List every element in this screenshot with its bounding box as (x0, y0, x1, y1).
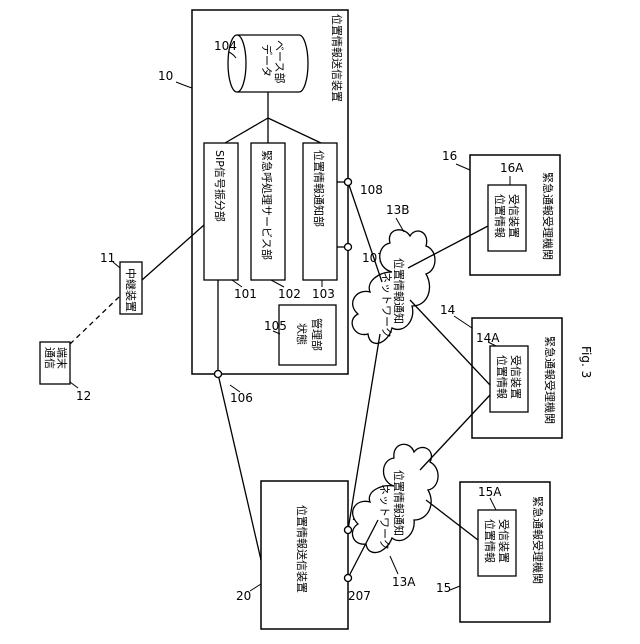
receiver-14A-line2: 受信装置 (509, 355, 522, 399)
ref-16A: 16A (500, 161, 524, 175)
receiver-16A-line1: 位置情報 (493, 194, 507, 238)
server-20-label: 位置情報送信装置 (295, 505, 309, 593)
ref-104: 104 (214, 39, 237, 53)
database-cylinder: データ ベース部 (228, 35, 308, 92)
terminal-line1: 通信 (43, 347, 56, 369)
ref-103: 103 (312, 287, 335, 301)
sip-label: SIP信号振分部 (213, 150, 227, 222)
agency-16: 位置情報 受信装置 緊急通報受理機関 16 16A (442, 149, 560, 275)
server-10: 位置情報送信装置 10 データ ベース部 104 SIP信号振分部 緊急呼処理サ… (158, 10, 348, 374)
ref-207: 207 (348, 589, 371, 603)
relay-11: 中継装置 11 (100, 251, 142, 314)
agency-15-label: 緊急通報受理機関 (531, 496, 545, 584)
ref-15: 15 (436, 581, 451, 595)
receiver-15A-line2: 受信装置 (497, 519, 510, 563)
network-13B: 位置情報通知 ネットワーク 13B (352, 203, 435, 343)
ref-10: 10 (158, 69, 173, 83)
network-13A: 位置情報通知 ネットワーク 13A (352, 444, 438, 589)
ref-106: 106 (230, 391, 253, 405)
agency-14: 位置情報 受信装置 緊急通報受理機関 14 14A (440, 303, 562, 438)
ref-15A: 15A (478, 485, 502, 499)
receiver-15A-line1: 位置情報 (483, 519, 497, 563)
wireless-link (70, 296, 120, 344)
receiver-16A-line2: 受信装置 (507, 194, 520, 238)
terminal-12: 通信 端末 12 (40, 342, 91, 403)
terminal-line2: 端末 (55, 347, 69, 369)
receiver-14A-line1: 位置情報 (495, 355, 509, 399)
figure-caption: Fig. 3 (579, 346, 593, 378)
ref-105: 105 (264, 319, 287, 333)
ref-20: 20 (236, 589, 251, 603)
agency-15: 位置情報 受信装置 緊急通報受理機関 15 15A (436, 482, 550, 622)
ref-14: 14 (440, 303, 455, 317)
link-108-13B (348, 182, 382, 282)
ref-13A: 13A (392, 575, 416, 589)
ref-16: 16 (442, 149, 457, 163)
ref-108: 108 (360, 183, 383, 197)
relay-label: 中継装置 (124, 268, 138, 312)
emergency-label: 緊急呼処理サービス部 (260, 150, 274, 260)
ref-102: 102 (278, 287, 301, 301)
notify-label: 位置情報通知部 (312, 150, 326, 227)
agency-16-label: 緊急通報受理機関 (541, 172, 555, 260)
ref-12: 12 (76, 389, 91, 403)
ref-13B: 13B (386, 203, 410, 217)
server-10-title: 位置情報送信装置 (330, 14, 344, 102)
net-13A-line2: ネットワーク (378, 484, 391, 550)
net-13B-line1: 位置情報通知 (392, 258, 406, 324)
port-107 (345, 244, 352, 251)
net-13A-line1: 位置情報通知 (392, 470, 406, 536)
server-20: 位置情報送信装置 20 (236, 481, 348, 629)
ref-14A: 14A (476, 331, 500, 345)
leader-10 (176, 82, 192, 88)
state-line2: 管理部 (310, 318, 324, 351)
ref-101: 101 (234, 287, 257, 301)
state-line1: 状態 (295, 323, 309, 345)
ref-11: 11 (100, 251, 115, 265)
db-line2: ベース部 (273, 40, 287, 83)
agency-14-label: 緊急通報受理機関 (543, 336, 557, 424)
db-line1: データ (260, 44, 274, 77)
